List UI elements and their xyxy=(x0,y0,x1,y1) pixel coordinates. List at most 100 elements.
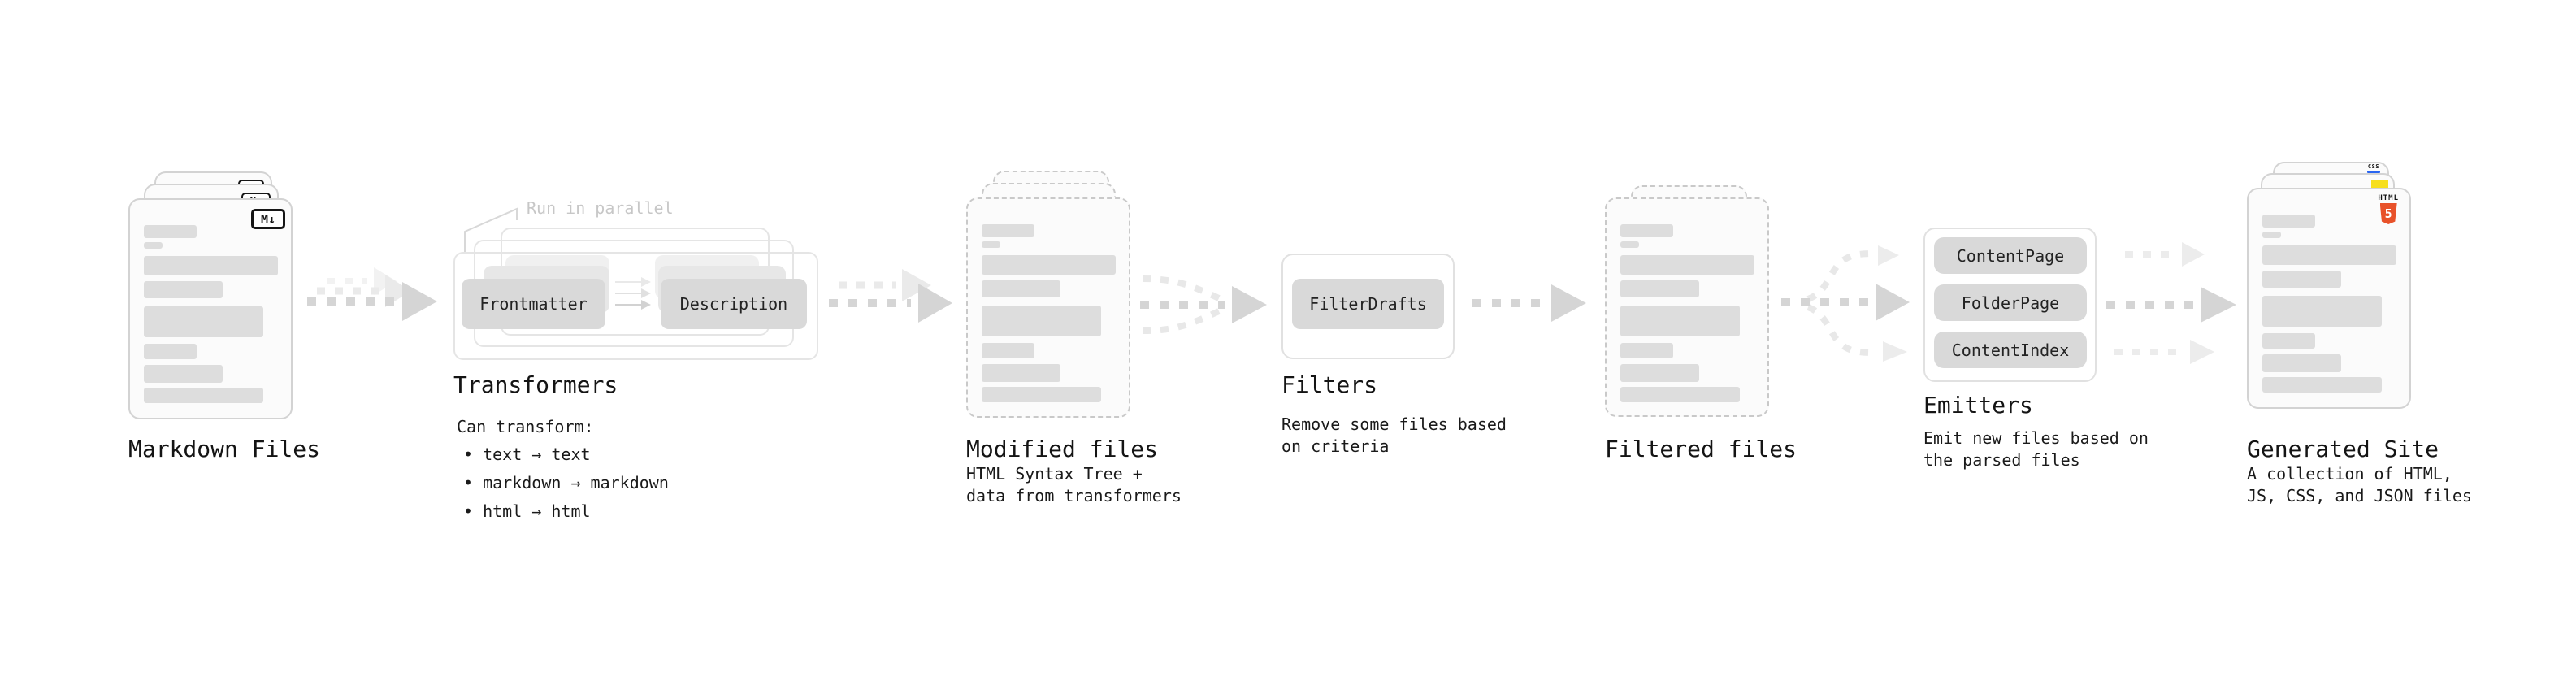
skeleton-line xyxy=(2262,333,2315,349)
bullet-item: • markdown → markdown xyxy=(463,473,669,492)
arrowhead-icon xyxy=(1232,286,1267,323)
description-node[interactable]: Description xyxy=(661,279,807,329)
filters-desc: Remove some files based on criteria xyxy=(1281,414,1507,458)
modified-file-card xyxy=(966,197,1130,418)
frontmatter-node[interactable]: Frontmatter xyxy=(462,279,605,329)
generated-site-desc: A collection of HTML, JS, CSS, and JSON … xyxy=(2247,463,2472,507)
arrowhead-icon xyxy=(1878,245,1899,266)
skeleton-line xyxy=(1620,343,1673,358)
arrow-emitters-to-generated xyxy=(2106,242,2236,364)
skeleton-line xyxy=(982,343,1034,358)
arrow-markdown-to-transformers xyxy=(307,267,437,321)
html5-shield: 5 xyxy=(2379,203,2397,224)
desc-line: HTML Syntax Tree + xyxy=(966,464,1143,484)
markdown-file-card: M↓ xyxy=(128,198,293,419)
transformers-bullet-list: • text → text • markdown → markdown • ht… xyxy=(463,440,669,526)
contentindex-node[interactable]: ContentIndex xyxy=(1934,332,2087,368)
skeleton-line xyxy=(1620,255,1754,275)
skeleton-line xyxy=(1620,280,1699,297)
skeleton-line xyxy=(982,306,1101,336)
stage-label-generated-site: Generated Site xyxy=(2247,436,2439,462)
skeleton-line xyxy=(982,241,1000,248)
split-curve-top xyxy=(1806,250,1875,302)
arrow-modified-to-filters xyxy=(1140,275,1267,334)
css-label: CSS xyxy=(2367,163,2380,170)
bullet-item: • html → html xyxy=(463,501,591,521)
arrowhead-icon xyxy=(2190,340,2214,364)
skeleton-line xyxy=(144,256,278,275)
skeleton-line xyxy=(2262,215,2315,228)
arrowhead-icon xyxy=(1551,284,1586,322)
skeleton-line xyxy=(144,344,197,359)
skeleton-line xyxy=(1620,364,1699,382)
stage-label-filtered-files: Filtered files xyxy=(1605,436,1798,462)
mini-arrowhead-icon xyxy=(641,300,651,310)
arrow-filtered-to-emitters xyxy=(1781,245,1910,362)
skeleton-line xyxy=(982,280,1060,297)
html5-file-icon: HTML 5 xyxy=(2378,195,2399,224)
filterdrafts-node[interactable]: FilterDrafts xyxy=(1292,279,1444,329)
arrowhead-icon xyxy=(902,269,931,301)
skeleton-line xyxy=(1620,224,1673,237)
stage-label-filters: Filters xyxy=(1281,371,1378,398)
split-curve-bottom xyxy=(1806,304,1875,356)
desc-line: data from transformers xyxy=(966,486,1182,505)
desc-line: Remove some files based xyxy=(1281,414,1507,434)
callout-leader-line xyxy=(464,207,518,252)
transformer-parallel-arrows xyxy=(615,277,651,310)
skeleton-line xyxy=(2262,232,2281,238)
markdown-icon: M↓ xyxy=(251,209,285,229)
css-file-icon: CSS xyxy=(2367,164,2380,173)
desc-line: Emit new files based on xyxy=(1923,428,2149,448)
mini-arrowhead-icon xyxy=(641,288,651,298)
desc-line: A collection of HTML, xyxy=(2247,464,2452,484)
modified-files-desc: HTML Syntax Tree + data from transformer… xyxy=(966,463,1182,507)
skeleton-line xyxy=(2262,377,2382,393)
skeleton-line xyxy=(1620,241,1639,248)
emitters-desc: Emit new files based on the parsed files xyxy=(1923,427,2149,471)
skeleton-line xyxy=(982,387,1101,402)
stage-label-markdown-files: Markdown Files xyxy=(128,436,321,462)
merge-curve-top xyxy=(1142,275,1221,301)
arrow-transformers-to-modified xyxy=(829,269,952,323)
skeleton-line xyxy=(1620,387,1740,402)
stage-label-emitters: Emitters xyxy=(1923,392,2033,419)
skeleton-line xyxy=(144,365,223,383)
arrowhead-icon xyxy=(1876,284,1910,321)
arrowhead-icon xyxy=(1883,341,1907,362)
skeleton-line xyxy=(982,255,1116,275)
stage-label-modified-files: Modified files xyxy=(966,436,1159,462)
skeleton-line xyxy=(144,388,263,403)
folderpage-node[interactable]: FolderPage xyxy=(1934,284,2087,321)
skeleton-line xyxy=(2262,271,2341,288)
skeleton-line xyxy=(2262,354,2341,372)
skeleton-line xyxy=(2262,245,2396,265)
skeleton-line xyxy=(982,364,1060,382)
merge-curve-bottom xyxy=(1142,308,1221,334)
arrowhead-icon xyxy=(402,282,437,321)
html5-number: 5 xyxy=(2384,206,2392,221)
mini-arrowhead-icon xyxy=(641,277,651,287)
desc-line: JS, CSS, and JSON files xyxy=(2247,486,2472,505)
arrowhead-icon xyxy=(918,284,952,323)
stage-label-transformers: Transformers xyxy=(453,371,618,398)
skeleton-line xyxy=(982,224,1034,237)
desc-line: on criteria xyxy=(1281,436,1390,456)
arrow-filters-to-filtered xyxy=(1472,284,1586,322)
skeleton-line xyxy=(144,225,197,238)
transformers-desc-title: Can transform: xyxy=(457,417,594,436)
html5-label: HTML xyxy=(2378,194,2399,202)
filtered-file-card xyxy=(1605,197,1769,417)
css-underline xyxy=(2367,171,2380,173)
skeleton-line xyxy=(1620,306,1740,336)
arrowhead-icon xyxy=(2201,287,2236,323)
contentpage-node[interactable]: ContentPage xyxy=(1934,237,2087,274)
desc-line: the parsed files xyxy=(1923,450,2080,470)
bullet-item: • text → text xyxy=(463,445,591,464)
js-file-icon xyxy=(2371,180,2388,189)
skeleton-line xyxy=(144,242,163,249)
run-in-parallel-callout: Run in parallel xyxy=(527,198,674,218)
generated-file-card: HTML 5 xyxy=(2247,188,2411,409)
